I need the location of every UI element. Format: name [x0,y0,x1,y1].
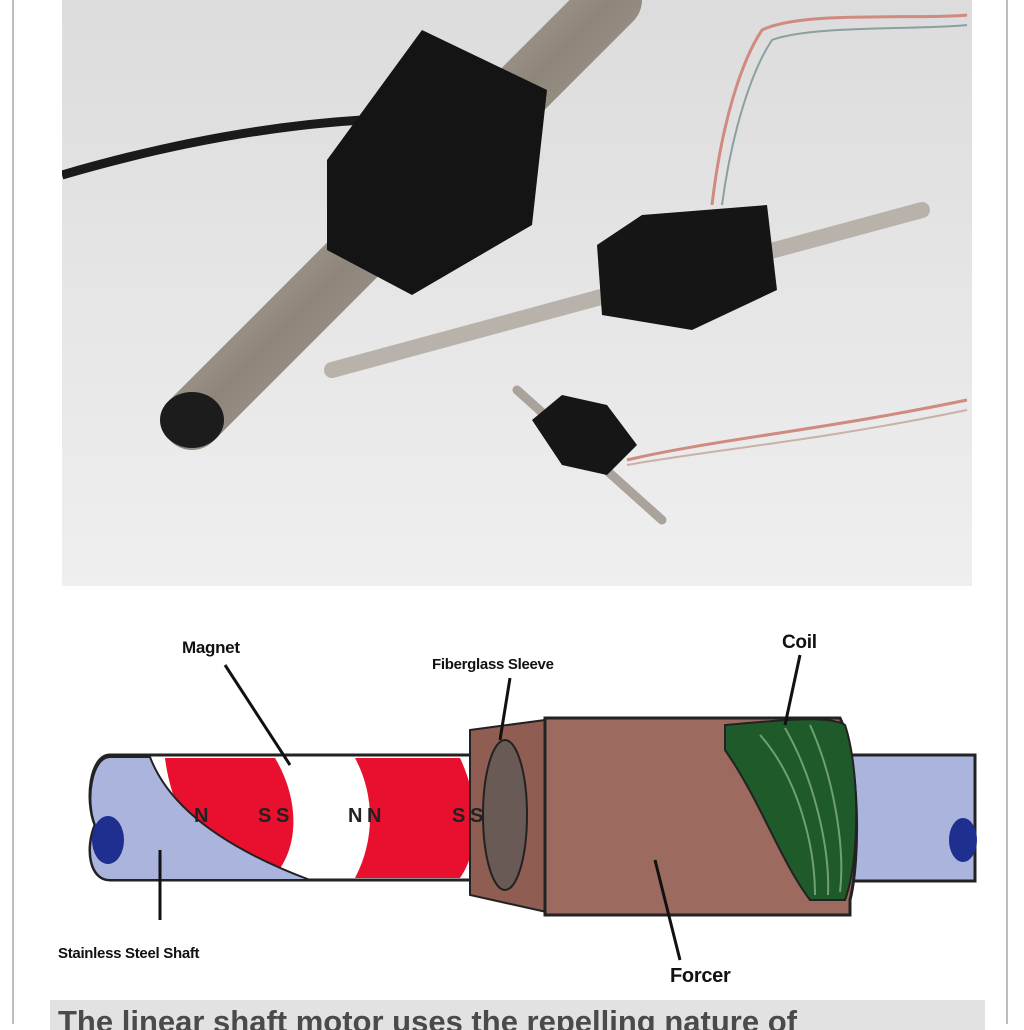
label-stainless-steel-shaft: Stainless Steel Shaft [58,945,200,962]
label-forcer: Forcer [670,965,731,987]
label-coil: Coil [782,632,817,653]
label-fiberglass-sleeve: Fiberglass Sleeve [432,656,554,673]
forcer-leader [653,859,682,961]
magnet-leader [223,664,292,766]
small-forcer [532,395,637,475]
pole-label: S [470,805,484,827]
pole-label: N [194,805,209,827]
shaft-motor-diagram: Magnet Fiberglass Sleeve Coil Stainless … [0,600,1024,1000]
medium-forcer [597,205,777,330]
magnet-red-2 [355,758,475,878]
page-frame [12,0,1008,1024]
magnet-red-1 [165,758,294,878]
large-forcer [327,30,547,295]
caption-text: The linear shaft motor uses the repellin… [50,1000,985,1030]
sleeve-leader [498,677,512,741]
pole-label: S [276,805,290,827]
pole-label: S [258,805,272,827]
pole-label: N [348,805,363,827]
pole-label: S [452,805,466,827]
diagram-drawing [88,654,977,961]
linear-motor-photo [62,0,972,586]
shaft-left [89,756,311,881]
coil-leader [783,654,802,726]
fiberglass-sleeve [482,739,528,891]
coil [724,718,858,901]
label-magnet: Magnet [182,638,240,657]
pole-label: N [367,805,382,827]
